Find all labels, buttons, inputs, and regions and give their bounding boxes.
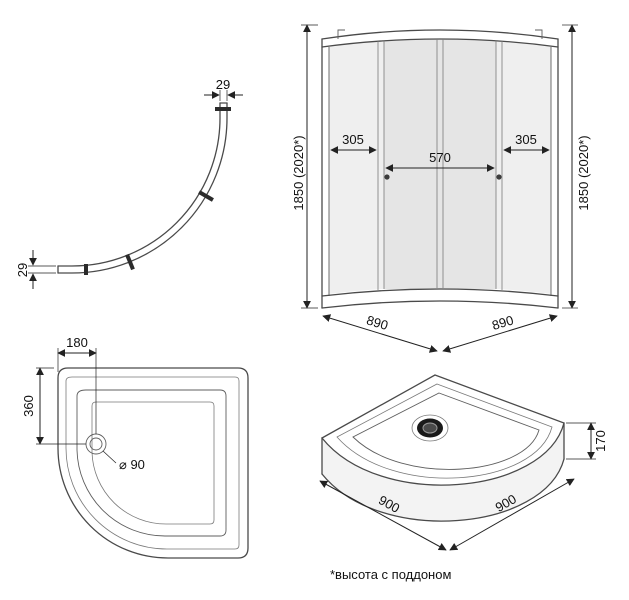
tray-basin-edge [76, 389, 227, 537]
dim-center-doors: 570 [429, 150, 451, 165]
roller-bracket [125, 253, 135, 271]
dim-drain-offset-x: 180 [66, 335, 88, 350]
roller-bracket [198, 190, 214, 202]
bottom-rail [321, 288, 559, 297]
dim-profile-bottom-thickness: 29 [15, 263, 30, 277]
drain-inner [89, 437, 103, 451]
drain-recess [411, 414, 449, 442]
dim-height-left: 1850 (2020*) [291, 135, 306, 210]
dim-profile-top-thickness: 29 [216, 77, 230, 92]
tray-basin-floor [91, 401, 215, 525]
door-handle [384, 174, 390, 180]
roller-bracket [84, 264, 88, 275]
tray-outer-rim [57, 367, 249, 559]
dim-side-panel-right: 305 [515, 132, 537, 147]
wall-bracket [535, 29, 543, 39]
profile-outer-arc [57, 102, 228, 274]
profile-inner-arc [57, 102, 221, 267]
drain-cap [422, 422, 438, 434]
door-profile-plan-view: 29 29 [15, 77, 243, 289]
tray-basin [352, 392, 540, 470]
door-handle [496, 174, 502, 180]
dim-drain-offset-y: 360 [21, 395, 36, 417]
dim-drain-diameter: ⌀ 90 [119, 457, 145, 472]
dim-height-right: 1850 (2020*) [576, 135, 591, 210]
dim-width-left: 890 [365, 312, 390, 333]
tray-skirt [322, 423, 564, 522]
footnote-height-with-tray: *высота с поддоном [330, 567, 451, 582]
tray-plan-view: ⌀ 90 180 360 [21, 335, 249, 559]
dim-side-panel-left: 305 [342, 132, 364, 147]
wall-bracket [337, 29, 345, 39]
tray-perspective-view: 170 900 900 [319, 374, 608, 551]
dim-width-right: 890 [490, 312, 515, 333]
dim-tray-height: 170 [593, 430, 608, 452]
roller-bracket [215, 107, 231, 111]
front-elevation-view: 305 570 305 1850 (2020*) 1850 (2020*) 89… [291, 24, 591, 353]
top-rail [321, 29, 559, 40]
tray-rim-inner [336, 383, 553, 479]
tray-rim-edge [65, 376, 240, 550]
